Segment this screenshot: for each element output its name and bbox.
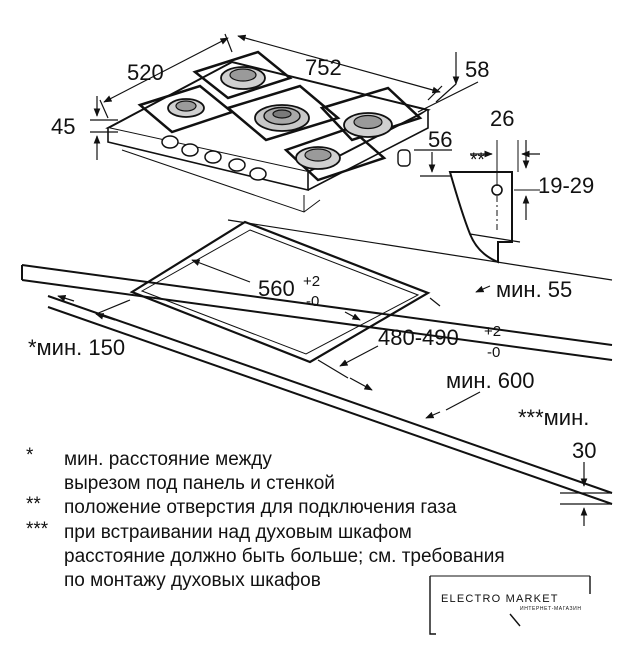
gas-connection-detail xyxy=(448,140,540,264)
burner-front-right xyxy=(295,146,341,170)
footnotes: * мин. расстояние между вырезом под пане… xyxy=(26,445,505,591)
burner-back-right xyxy=(343,112,393,138)
dimension-26: 26 xyxy=(490,106,514,131)
footnote-3-line-2: расстояние должно быть больше; см. требо… xyxy=(64,546,505,567)
countertop-front-edge xyxy=(47,295,613,505)
dimension-58: 58 xyxy=(465,57,489,82)
dimension-min-600: мин. 600 xyxy=(446,368,535,393)
burner-center-wok xyxy=(254,104,310,132)
footnote-marker-1: * xyxy=(26,445,34,466)
logo-text: ELECTRO MARKET xyxy=(441,593,559,605)
footnote-2-line-1: положение отверстия для подключения газа xyxy=(64,497,457,518)
dimension-cutout-depth: 480-490 xyxy=(378,325,459,350)
dimension-lines-hob xyxy=(90,33,479,177)
dimension-752: 752 xyxy=(305,55,342,80)
burner-front-left xyxy=(167,98,205,118)
footnote-3-line-1: при встраивании над духовым шкафом xyxy=(64,522,412,543)
electro-market-logo: ELECTRO MARKET ИНТЕРНЕТ-МАГАЗИН xyxy=(429,575,591,635)
control-knobs xyxy=(161,135,267,181)
logo-subtext: ИНТЕРНЕТ-МАГАЗИН xyxy=(520,606,582,612)
footnote-marker-2: ** xyxy=(26,494,41,515)
countertop xyxy=(21,219,613,361)
dimension-min-150: *мин. 150 xyxy=(28,335,125,360)
footnote-1-line-2: вырезом под панель и стенкой xyxy=(64,473,335,494)
dimension-56: 56 xyxy=(428,127,452,152)
footnote-1-line-1: мин. расстояние между xyxy=(64,449,272,470)
cutout-width-tolerance-plus: +2 xyxy=(303,273,320,290)
dimension-45: 45 xyxy=(51,114,75,139)
dimension-min-30-value: 30 xyxy=(572,438,596,463)
hob-cutout xyxy=(129,220,431,364)
dimension-cutout-width: 560 xyxy=(258,276,295,301)
dimension-lines-cutout xyxy=(57,259,612,526)
dimension-min-30-label: ***мин. xyxy=(518,405,589,430)
cutout-width-tolerance-minus: -0 xyxy=(306,293,319,310)
dimension-520: 520 xyxy=(127,60,164,85)
dimension-19-29: 19-29 xyxy=(538,173,594,198)
cutout-depth-tolerance-plus: +2 xyxy=(484,323,501,340)
burner-back-left xyxy=(220,66,266,90)
footnote-marker-3: *** xyxy=(26,519,49,540)
footnote-3-line-3: по монтажу духовых шкафов xyxy=(64,570,321,591)
gas-marker: ** xyxy=(470,150,485,171)
cutout-depth-tolerance-minus: -0 xyxy=(487,344,500,361)
dimension-min-55: мин. 55 xyxy=(496,277,572,302)
